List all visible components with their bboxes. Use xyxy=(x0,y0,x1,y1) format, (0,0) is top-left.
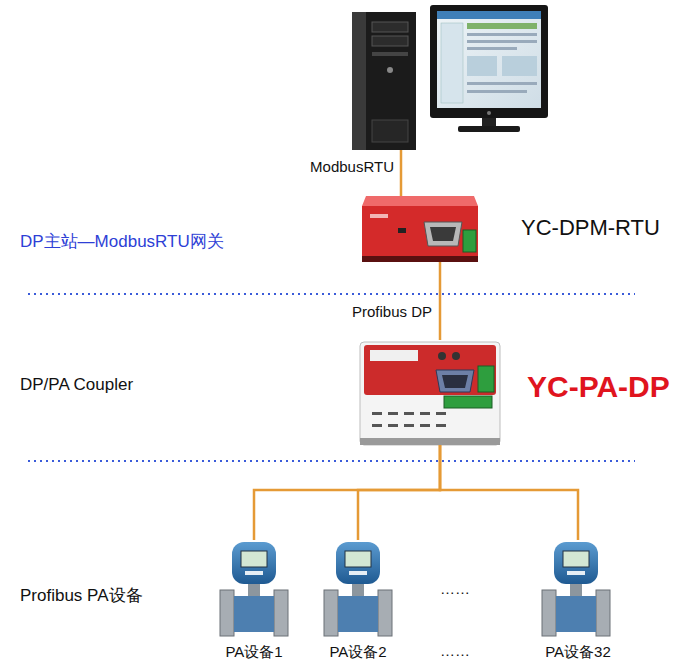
bus-connector xyxy=(358,445,440,540)
level-label: DP/PA Coupler xyxy=(20,375,133,395)
bus-connector xyxy=(439,262,442,340)
device-name: PA设备2 xyxy=(329,643,386,661)
flowmeter-icon xyxy=(324,542,392,636)
device-name: PA设备32 xyxy=(545,643,611,661)
pc-tower xyxy=(352,12,416,150)
device-model: YC-DPM-RTU xyxy=(521,215,660,241)
level-separator xyxy=(28,293,635,295)
pa-device-node: PA设备32 xyxy=(542,540,614,665)
ellipsis-mark: …… xyxy=(440,642,470,660)
flowmeter-icon xyxy=(220,542,288,636)
flowmeter-icon xyxy=(542,542,610,636)
pa-device-node: PA设备1 xyxy=(218,540,290,665)
level-label: DP主站—ModbusRTU网关 xyxy=(20,232,224,252)
bus-connector xyxy=(254,445,440,540)
gateway-device xyxy=(362,196,478,262)
coupler-node: YC-PA-DP xyxy=(360,340,500,445)
device-name: PA设备1 xyxy=(225,643,282,661)
bus-connector xyxy=(440,445,578,540)
gateway-node: YC-DPM-RTU xyxy=(362,195,478,262)
device-model: YC-PA-DP xyxy=(527,369,670,405)
link-label: Profibus DP xyxy=(350,303,434,321)
pc-monitor xyxy=(430,5,548,132)
modbus-wire xyxy=(400,150,403,196)
ellipsis-mark: …… xyxy=(440,580,470,598)
coupler-device xyxy=(360,342,500,445)
level-label: Profibus PA设备 xyxy=(20,586,143,606)
level-separator xyxy=(28,460,635,462)
pa-device-node: PA设备2 xyxy=(322,540,394,665)
link-label: ModbusRTU xyxy=(310,158,394,176)
